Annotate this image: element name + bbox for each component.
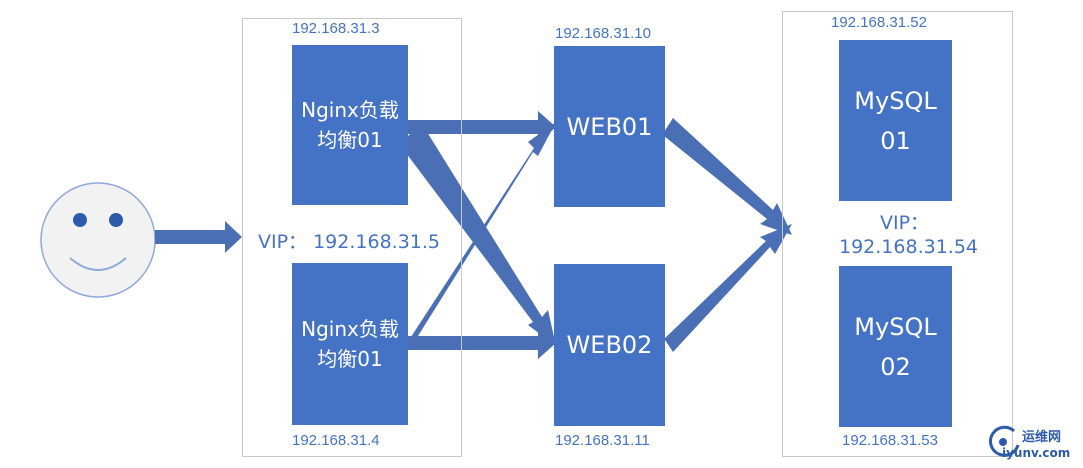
mysql02-node[interactable]: MySQL 02 [839,266,952,427]
web02-ip: 192.168.31.11 [555,432,650,449]
mysql02-ip: 192.168.31.53 [842,432,938,449]
nginx02-node[interactable]: Nginx负载 均衡01 [292,263,408,425]
arrow-user-to-vip [155,221,242,253]
nginx01-label: Nginx负载 均衡01 [301,98,399,152]
arrow-nginx02-to-web02 [408,327,556,359]
watermark-text-2: iyunv.com [1002,446,1071,460]
mysql-vip-label: VIP： [880,212,930,234]
web02-label: WEB02 [566,331,653,359]
nginx-vip: VIP： 192.168.31.5 [258,231,441,253]
mysql-group [782,11,1013,457]
web01-ip: 192.168.31.10 [555,25,651,42]
arrow-web01-to-mysql [664,118,792,235]
nginx01-ip: 192.168.31.3 [292,20,380,37]
user-smiley-icon [40,182,156,298]
mysql-vip-address: 192.168.31.54 [839,236,979,258]
mysql02-label: MySQL 02 [854,312,937,381]
mysql01-label: MySQL 01 [854,86,937,155]
web02-node[interactable]: WEB02 [554,264,665,426]
nginx01-node[interactable]: Nginx负载 均衡01 [292,45,408,205]
web01-node[interactable]: WEB01 [554,46,665,207]
watermark-logo-icon [989,425,1020,457]
arrow-nginx01-to-web01 [408,111,556,143]
watermark-text-1: 运维网 [1022,430,1062,445]
web01-label: WEB01 [566,112,653,141]
nginx02-label: Nginx负载 均衡01 [301,317,399,371]
mysql01-node[interactable]: MySQL 01 [839,40,952,201]
arrow-web02-to-mysql [663,224,792,352]
nginx02-ip: 192.168.31.4 [292,432,380,449]
mysql01-ip: 192.168.31.52 [831,14,927,31]
arrow-nginx02-to-web01 [400,122,556,344]
nginx-group [242,18,462,457]
